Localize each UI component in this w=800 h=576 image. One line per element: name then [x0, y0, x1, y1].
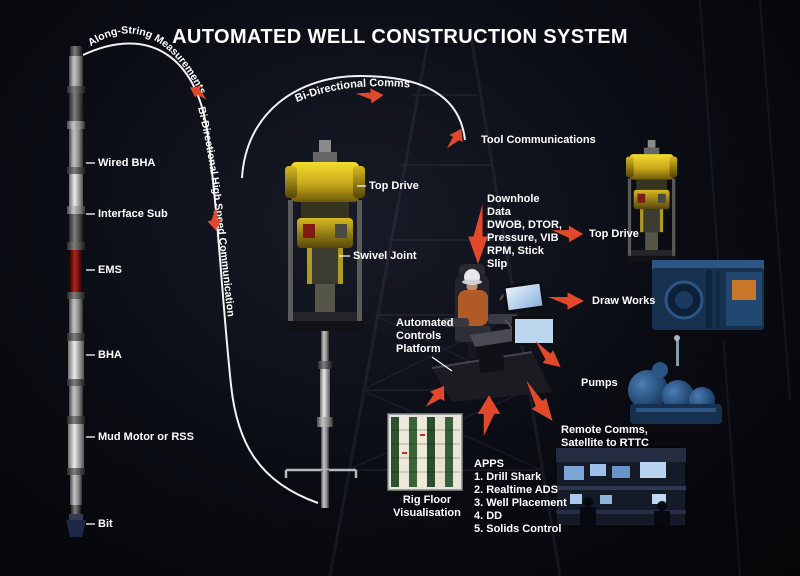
drill-string-label-mud-motor: Mud Motor or RSS: [98, 431, 194, 443]
drill-string-label-bha: BHA: [98, 349, 122, 361]
top-drive-center-label: Top Drive: [369, 180, 419, 192]
drill-string-label-bit: Bit: [98, 518, 113, 530]
drill-string-graphic: [66, 46, 86, 537]
top-drive-right-graphic: [626, 140, 678, 263]
apps-arrow: [477, 395, 501, 436]
label-pointer-lines: [86, 162, 453, 525]
control-room-graphic: [555, 447, 687, 527]
page-title: AUTOMATED WELL CONSTRUCTION SYSTEM: [172, 26, 628, 48]
drill-string-label-ems: EMS: [98, 264, 122, 276]
bi-directional-comms-arrow: [355, 87, 385, 105]
draw-works-arrow: [548, 292, 584, 310]
top-drive-right-label: Top Drive: [589, 228, 639, 240]
tool-communications-label: Tool Communications: [481, 134, 596, 146]
automated-controls-platform-label: Automated Controls Platform: [396, 317, 454, 355]
rig-floor-visualisation-graphic: [387, 413, 463, 491]
drill-string-label-interface-sub: Interface Sub: [98, 208, 168, 220]
downhole-data-arrow: [468, 204, 488, 264]
draw-works-label: Draw Works: [592, 295, 656, 307]
draw-works-graphic: [646, 260, 770, 340]
downhole-data-label: Downhole Data DWOB, DTOR, Pressure, VIB …: [487, 193, 562, 270]
bi-directional-comms-label: Bi-Directional Comms: [293, 77, 410, 105]
pumps-label: Pumps: [581, 377, 618, 389]
top-drive-center-graphic: [284, 140, 365, 508]
drill-string-label-wired-bha: Wired BHA: [98, 157, 156, 169]
swivel-joint-label: Swivel Joint: [353, 250, 417, 262]
remote-comms-label: Remote Comms, Satellite to RTTC: [561, 424, 650, 449]
apps-list: APPS 1. Drill Shark 2. Realtime ADS 3. W…: [474, 458, 567, 535]
communication-loop-curve: [82, 42, 466, 504]
pumps-graphic: [626, 335, 726, 431]
rig-floor-visualisation-label: Rig Floor Visualisation: [393, 494, 461, 519]
operator-console-graphic: [431, 264, 556, 402]
